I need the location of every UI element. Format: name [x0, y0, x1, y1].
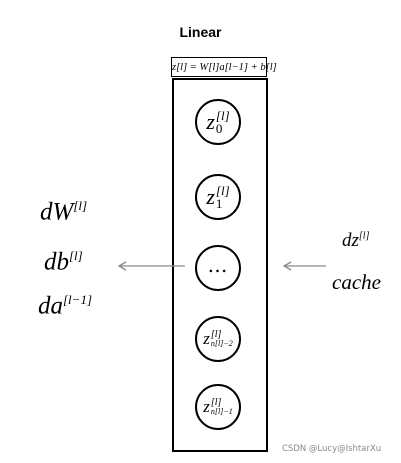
output-da-base: da	[38, 292, 63, 320]
watermark: CSDN @Lucy@IshtarXu	[282, 444, 382, 454]
linear-formula: z[l] = W[l]a[l−1] + b[l]	[171, 57, 277, 77]
node-z1-index: 1	[215, 196, 223, 211]
input-dz-sup: [l]	[358, 230, 370, 242]
output-dW-sup: [l]	[73, 198, 88, 213]
node-z0-layer: [l]	[215, 108, 230, 123]
input-dz-base: dz	[342, 230, 359, 251]
ellipsis-text: …	[207, 253, 229, 277]
linear-layer-column: z [l] 0 z [l] 1 …	[172, 78, 268, 452]
input-dz: dz[l]	[342, 230, 369, 252]
node-zn2-layer: [l]	[210, 329, 222, 340]
node-zn1-base: z	[203, 397, 210, 416]
node-z1: z [l] 1	[195, 174, 241, 220]
node-ellipsis: …	[195, 245, 241, 291]
node-z0: z [l] 0	[195, 99, 241, 145]
formula-text: z[l] = W[l]a[l−1] + b[l]	[172, 62, 277, 73]
output-da: da[l−1]	[38, 292, 92, 320]
output-dW-base: dW	[40, 198, 74, 226]
output-da-sup: [l−1]	[63, 292, 93, 307]
output-db-sup: [l]	[69, 248, 83, 263]
node-zn2-index: n[l]−2	[210, 339, 233, 348]
output-dW: dW[l]	[40, 198, 87, 226]
node-zn1-index: n[l]−1	[210, 407, 233, 416]
node-z1-layer: [l]	[215, 183, 230, 198]
node-zn2-base: z	[203, 329, 210, 348]
left-arrow	[117, 261, 185, 271]
right-arrow	[282, 261, 326, 271]
diagram-title: Linear	[179, 24, 222, 40]
input-cache: cache	[332, 270, 381, 294]
node-zn1-layer: [l]	[210, 397, 222, 408]
node-z-n-minus-1: z [l] n[l]−1	[195, 384, 241, 430]
node-z0-index: 0	[215, 121, 223, 136]
node-z-n-minus-2: z [l] n[l]−2	[195, 316, 241, 362]
output-db-base: db	[44, 248, 69, 276]
output-db: db[l]	[44, 248, 83, 276]
node-z0-base: z	[206, 109, 215, 134]
node-z1-base: z	[206, 184, 215, 209]
